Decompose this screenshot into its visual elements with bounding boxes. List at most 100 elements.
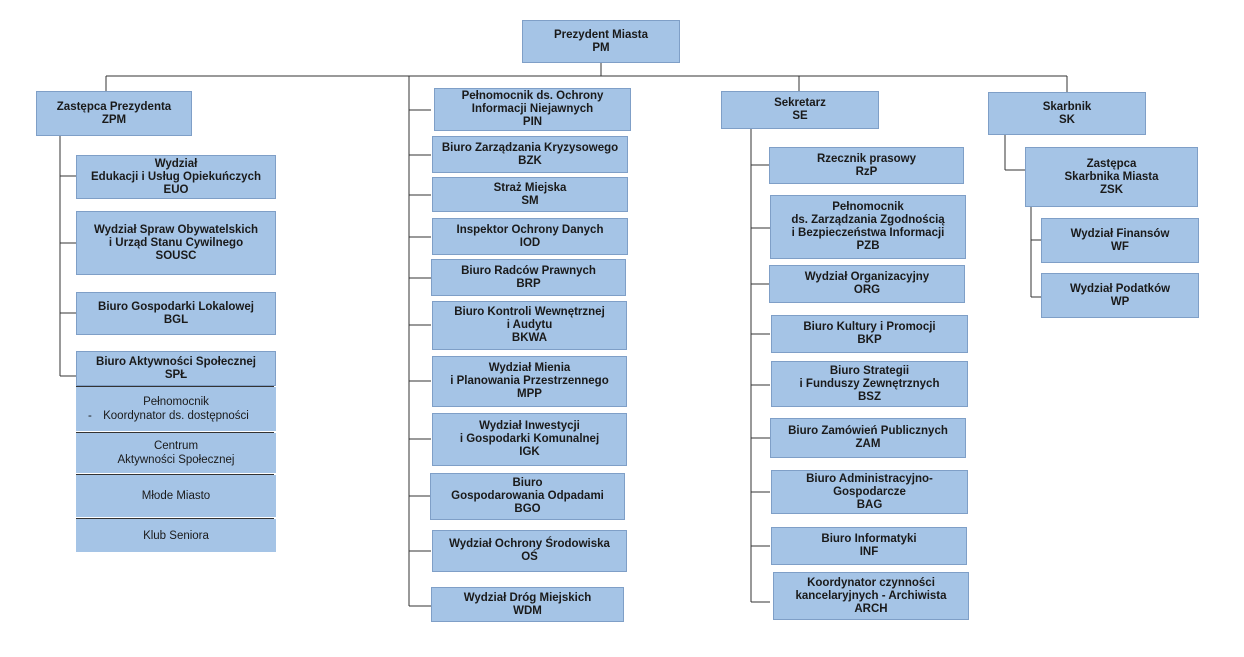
unit-label-line: i Urząd Stanu Cywilnego xyxy=(108,236,244,249)
unit-label-line: BZK xyxy=(518,154,542,167)
unit-label-line: ZSK xyxy=(1100,183,1123,196)
unit-label-line: Wydział Mienia xyxy=(488,362,571,374)
unit-label-line: BGO xyxy=(514,503,541,515)
unit-label-line: Biuro xyxy=(512,477,543,489)
unit-label-line: i Bezpieczeństwa Informacji xyxy=(791,227,945,239)
unit-label-line: Biuro Zamówień Publicznych xyxy=(788,425,948,437)
subunit-box: Młode Miasto xyxy=(76,475,276,517)
unit-label-line: i Planowania Przestrzennego xyxy=(450,375,609,387)
unit-label-line: BKP xyxy=(857,334,882,346)
unit-label-line: BAG xyxy=(856,498,883,511)
unit-label-line: ZAM xyxy=(855,438,881,450)
unit-label-line: Wydział Finansów xyxy=(1070,227,1170,240)
unit-label-line: Straż Miejska xyxy=(493,181,567,194)
unit-label-line: ORG xyxy=(853,284,881,296)
unit-label-line: Pełnomocnik xyxy=(143,396,209,408)
unit-label-line: BRP xyxy=(516,277,541,290)
subunit-box: Klub Seniora xyxy=(76,519,276,552)
unit-label-line: SM xyxy=(521,194,539,207)
unit-label-line: i Gospodarki Komunalnej xyxy=(459,433,600,445)
unit-label-line: WP xyxy=(1110,295,1130,308)
unit-label-line: Centrum xyxy=(153,440,199,452)
unit-label-line: ds. Zarządzania Zgodnością xyxy=(791,214,945,226)
unit-label-line: Inspektor Ochrony Danych xyxy=(456,223,604,236)
unit-label-line: SPŁ xyxy=(164,368,188,381)
unit-label-line: Edukacji i Usług Opiekuńczych xyxy=(91,170,261,183)
unit-label-line: Biuro Radców Prawnych xyxy=(461,264,596,277)
unit-label-line: Biuro Strategii xyxy=(829,364,910,377)
unit-label-line: Gospodarowania Odpadami xyxy=(451,490,604,502)
list-dash: - xyxy=(88,410,92,422)
unit-label-line: EUO xyxy=(163,183,189,196)
unit-label-line: ZPM xyxy=(101,113,127,126)
unit-label-line: i Funduszy Zewnętrznych xyxy=(799,377,940,390)
unit-label-line: Biuro Kontroli Wewnętrznej xyxy=(454,306,605,318)
unit-label-line: WDM xyxy=(513,604,542,617)
unit-label-line: Gospodarcze xyxy=(833,485,906,498)
unit-label-line: Zastępca xyxy=(1086,157,1137,170)
unit-label-line: Wydział xyxy=(154,157,198,170)
unit-label-line: Sekretarz xyxy=(774,97,826,109)
unit-label-line: IOD xyxy=(519,236,541,249)
unit-label-line: IGK xyxy=(519,446,540,458)
unit-label-line: Pełnomocnik xyxy=(832,201,904,213)
subunit-divider xyxy=(76,432,274,433)
unit-label-line: Młode Miasto xyxy=(141,490,211,502)
unit-label-line: OŚ xyxy=(521,551,538,563)
unit-label-line: INF xyxy=(859,546,879,558)
unit-label-line: BKWA xyxy=(511,332,548,344)
unit-label-line: Pełnomocnik ds. Ochrony xyxy=(461,90,604,102)
subunit-divider xyxy=(76,474,274,475)
unit-label-line: WF xyxy=(1111,240,1129,253)
unit-label-line: Biuro Zarządzania Kryzysowego xyxy=(441,141,619,154)
unit-label-line: Wydział Spraw Obywatelskich xyxy=(93,223,259,236)
unit-label-line: SE xyxy=(792,110,808,122)
unit-label-line: PM xyxy=(592,41,610,54)
unit-label-line: MPP xyxy=(517,388,542,400)
unit-label-line: Wydział Dróg Miejskich xyxy=(463,591,592,604)
unit-label-line: Zastępca Prezydenta xyxy=(56,100,172,113)
subunit-divider xyxy=(76,386,274,387)
unit-label-line: Skarbnik xyxy=(1042,100,1092,113)
unit-label-line: Biuro Aktywności Społecznej xyxy=(96,355,256,368)
unit-label-line: kancelaryjnych - Archiwista xyxy=(795,589,947,602)
unit-label-line: Wydział Organizacyjny xyxy=(804,271,930,283)
unit-label-line: BGL xyxy=(163,313,189,326)
unit-label-line: Biuro Kultury i Promocji xyxy=(803,321,936,333)
unit-label-line: SOUSC xyxy=(155,249,197,262)
unit-label-line: Koordynator ds. dostępności xyxy=(103,410,249,422)
unit-label-line: Koordynator czynności xyxy=(807,576,935,589)
unit-label-line: BSZ xyxy=(858,390,881,403)
unit-label-line: Informacji Niejawnych xyxy=(471,103,594,115)
unit-label-line: ARCH xyxy=(854,602,888,615)
